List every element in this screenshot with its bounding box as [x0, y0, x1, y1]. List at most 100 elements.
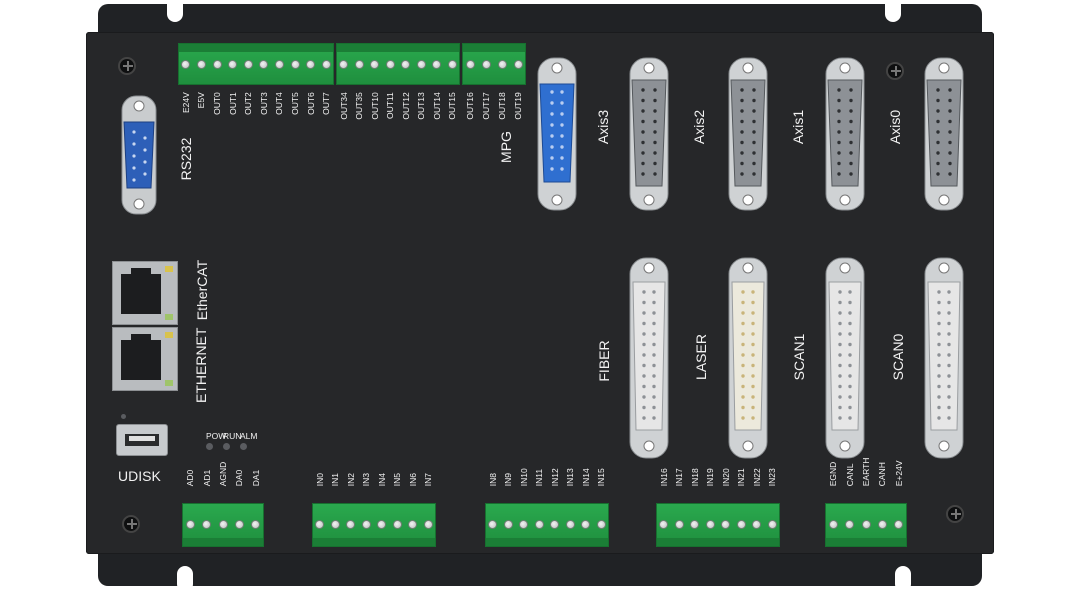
terminal-screw-icon[interactable] — [432, 59, 442, 69]
axis3-port[interactable] — [537, 57, 577, 211]
terminal-screw-icon[interactable] — [408, 519, 418, 529]
connector-pin — [652, 363, 656, 368]
terminal-screw-icon[interactable] — [705, 519, 715, 529]
fiber-port[interactable] — [629, 257, 669, 459]
terminal-screw-icon[interactable] — [497, 59, 507, 69]
connector-pin — [837, 109, 841, 113]
terminal-screw-icon[interactable] — [894, 519, 904, 529]
terminal-screw-icon[interactable] — [513, 59, 523, 69]
terminal-screw-icon[interactable] — [596, 519, 606, 529]
terminal-screw-icon[interactable] — [674, 519, 684, 529]
axis2-port[interactable] — [629, 57, 669, 211]
ethernet-port[interactable] — [112, 327, 178, 391]
rs232-port[interactable] — [121, 95, 157, 215]
connector-pin — [653, 140, 657, 145]
terminal-screw-icon[interactable] — [370, 59, 380, 69]
terminal-screw-icon[interactable] — [581, 519, 591, 529]
terminal-screw-icon[interactable] — [321, 59, 331, 69]
connector-pin — [653, 130, 657, 134]
terminal-screw-icon[interactable] — [361, 519, 371, 529]
udisk-port[interactable] — [116, 424, 168, 456]
terminal-screw-icon[interactable] — [243, 59, 253, 69]
connector-pin — [741, 405, 745, 410]
terminal-screw-icon[interactable] — [392, 519, 402, 529]
terminal-screw-icon[interactable] — [534, 519, 544, 529]
terminal-screw-icon[interactable] — [550, 519, 560, 529]
terminal-screw-icon[interactable] — [274, 59, 284, 69]
connector-pin — [936, 119, 940, 124]
terminal-screw-icon[interactable] — [416, 59, 426, 69]
terminal-screw-icon[interactable] — [315, 519, 325, 529]
terminal-screw-icon[interactable] — [401, 59, 411, 69]
terminal-screw-icon[interactable] — [767, 519, 777, 529]
terminal-screw-icon[interactable] — [202, 519, 212, 529]
connector-pin — [752, 172, 756, 176]
terminal-screw-icon[interactable] — [385, 59, 395, 69]
connector-pin — [652, 332, 656, 336]
connector-pin — [838, 395, 842, 399]
connector-pin — [741, 374, 745, 378]
connector-pin — [837, 172, 841, 176]
connector-pin — [642, 416, 646, 420]
terminal-screw-icon[interactable] — [354, 59, 364, 69]
connector-pin — [936, 161, 940, 166]
connector-pin — [937, 290, 941, 294]
terminal-screw-icon[interactable] — [196, 59, 206, 69]
connector-pin — [550, 145, 554, 149]
connector-pin — [652, 395, 656, 399]
terminal-screw-icon[interactable] — [845, 519, 855, 529]
terminal-screw-icon[interactable] — [721, 519, 731, 529]
connector-pin — [642, 300, 646, 305]
terminal-screw-icon[interactable] — [481, 59, 491, 69]
terminal-screw-icon[interactable] — [339, 59, 349, 69]
laser-port[interactable] — [728, 257, 768, 459]
terminal-screw-icon[interactable] — [306, 59, 316, 69]
terminal-screw-icon[interactable] — [565, 519, 575, 529]
connector-pin — [848, 300, 852, 305]
terminal-screw-icon[interactable] — [465, 59, 475, 69]
terminal-screw-icon[interactable] — [503, 519, 513, 529]
terminal-screw-icon[interactable] — [488, 519, 498, 529]
terminal-screw-icon[interactable] — [752, 519, 762, 529]
terminal-screw-icon[interactable] — [181, 59, 191, 69]
terminal-screw-icon[interactable] — [218, 519, 228, 529]
connector-pin — [642, 374, 646, 378]
terminal-screw-icon[interactable] — [447, 59, 457, 69]
terminal-screw-icon[interactable] — [659, 519, 669, 529]
terminal-screw-icon[interactable] — [423, 519, 433, 529]
terminal-screw-icon[interactable] — [259, 59, 269, 69]
mount-screw-icon — [886, 62, 904, 80]
terminal-screw-icon[interactable] — [290, 59, 300, 69]
scan0-port[interactable] — [924, 257, 964, 459]
scan1-port[interactable] — [825, 257, 865, 459]
connector-pin — [752, 119, 756, 124]
axis0-port[interactable] — [825, 57, 865, 211]
terminal-screw-icon[interactable] — [212, 59, 222, 69]
terminal-screw-icon[interactable] — [228, 59, 238, 69]
terminal-screw-icon[interactable] — [877, 519, 887, 529]
terminal-screw-icon[interactable] — [736, 519, 746, 529]
terminal-screw-icon[interactable] — [861, 519, 871, 529]
connector-pin — [936, 172, 940, 176]
axis1-port[interactable] — [728, 57, 768, 211]
terminal-screw-icon[interactable] — [519, 519, 529, 529]
connector-pin — [652, 290, 656, 294]
connector-pin — [848, 311, 852, 315]
terminal-screw-icon[interactable] — [346, 519, 356, 529]
mount-slot — [177, 566, 193, 592]
connector-pin — [838, 416, 842, 420]
terminal-screw-icon[interactable] — [828, 519, 838, 529]
connector-pin — [641, 98, 645, 103]
terminal-screw-icon[interactable] — [377, 519, 387, 529]
connector-pin — [652, 311, 656, 315]
axis-extra-port[interactable] — [924, 57, 964, 211]
terminal-screw-icon[interactable] — [185, 519, 195, 529]
terminal-screw-icon[interactable] — [330, 519, 340, 529]
terminal-screw-icon[interactable] — [234, 519, 244, 529]
connector-pin — [838, 342, 842, 347]
connector-pin — [560, 112, 564, 116]
terminal-screw-icon[interactable] — [690, 519, 700, 529]
ethercat-port[interactable] — [112, 261, 178, 325]
connector-pin — [652, 374, 656, 378]
terminal-screw-icon[interactable] — [251, 519, 261, 529]
